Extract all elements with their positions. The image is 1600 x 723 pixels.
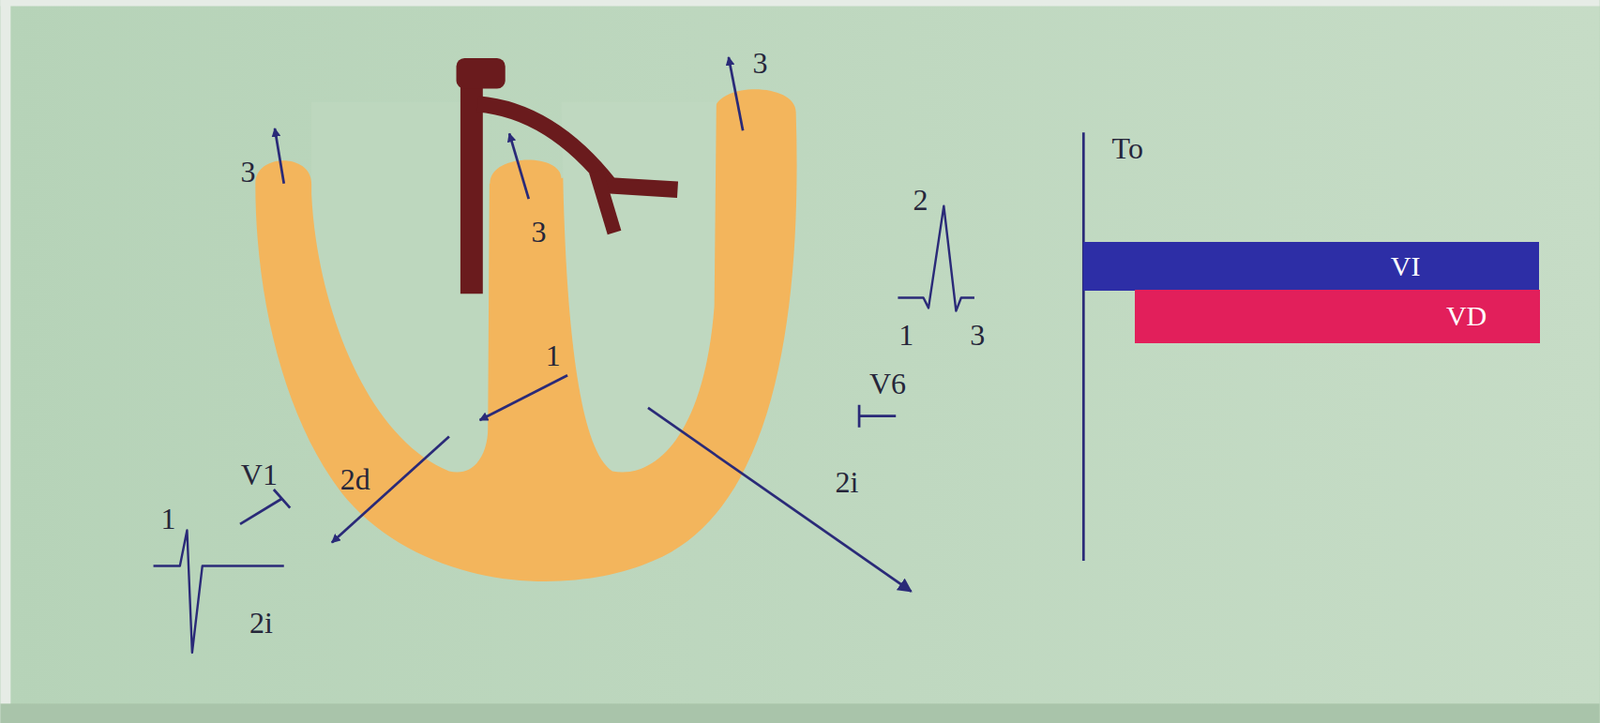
time-origin: To bbox=[1112, 133, 1144, 164]
activation-bar: VI bbox=[1083, 241, 1539, 291]
page-edge bbox=[0, 703, 1600, 723]
wave-number: 3 bbox=[969, 319, 985, 350]
vessel-branch bbox=[596, 171, 616, 233]
vector-number: 3 bbox=[530, 216, 546, 247]
activation-bar: VD bbox=[1134, 289, 1540, 344]
vector-number: 2i bbox=[835, 467, 860, 498]
vector-number: 2d bbox=[340, 464, 371, 495]
vector-arrow bbox=[728, 57, 743, 131]
wave-number: 1 bbox=[161, 503, 177, 534]
electrode-symbol bbox=[240, 489, 290, 525]
ventricle-wall bbox=[255, 89, 797, 582]
vector-arrow bbox=[648, 407, 912, 592]
lead-name: V6 bbox=[869, 368, 906, 399]
vessel-arch bbox=[456, 58, 506, 90]
page-edge bbox=[0, 0, 11, 723]
electrode-symbol bbox=[859, 405, 896, 428]
vector-arrow bbox=[480, 375, 569, 421]
vessel-branch bbox=[477, 104, 678, 190]
lead-name: V1 bbox=[241, 459, 278, 490]
vector-number: 3 bbox=[240, 156, 256, 187]
bar-label: VD bbox=[1446, 301, 1487, 331]
ecg-complex bbox=[897, 206, 975, 312]
ecg-complex bbox=[153, 529, 285, 652]
time-axis bbox=[1082, 132, 1086, 561]
vector-arrow bbox=[509, 133, 529, 199]
vector-arrow bbox=[332, 436, 450, 543]
wave-number: 2i bbox=[249, 607, 273, 638]
bar-label: VI bbox=[1390, 252, 1421, 281]
vector-arrow bbox=[274, 128, 285, 184]
vector-number: 3 bbox=[753, 47, 769, 78]
wave-number: 1 bbox=[898, 319, 914, 350]
vector-number: 1 bbox=[545, 340, 561, 371]
page-edge bbox=[0, 0, 1600, 7]
wave-number: 2 bbox=[912, 184, 928, 215]
